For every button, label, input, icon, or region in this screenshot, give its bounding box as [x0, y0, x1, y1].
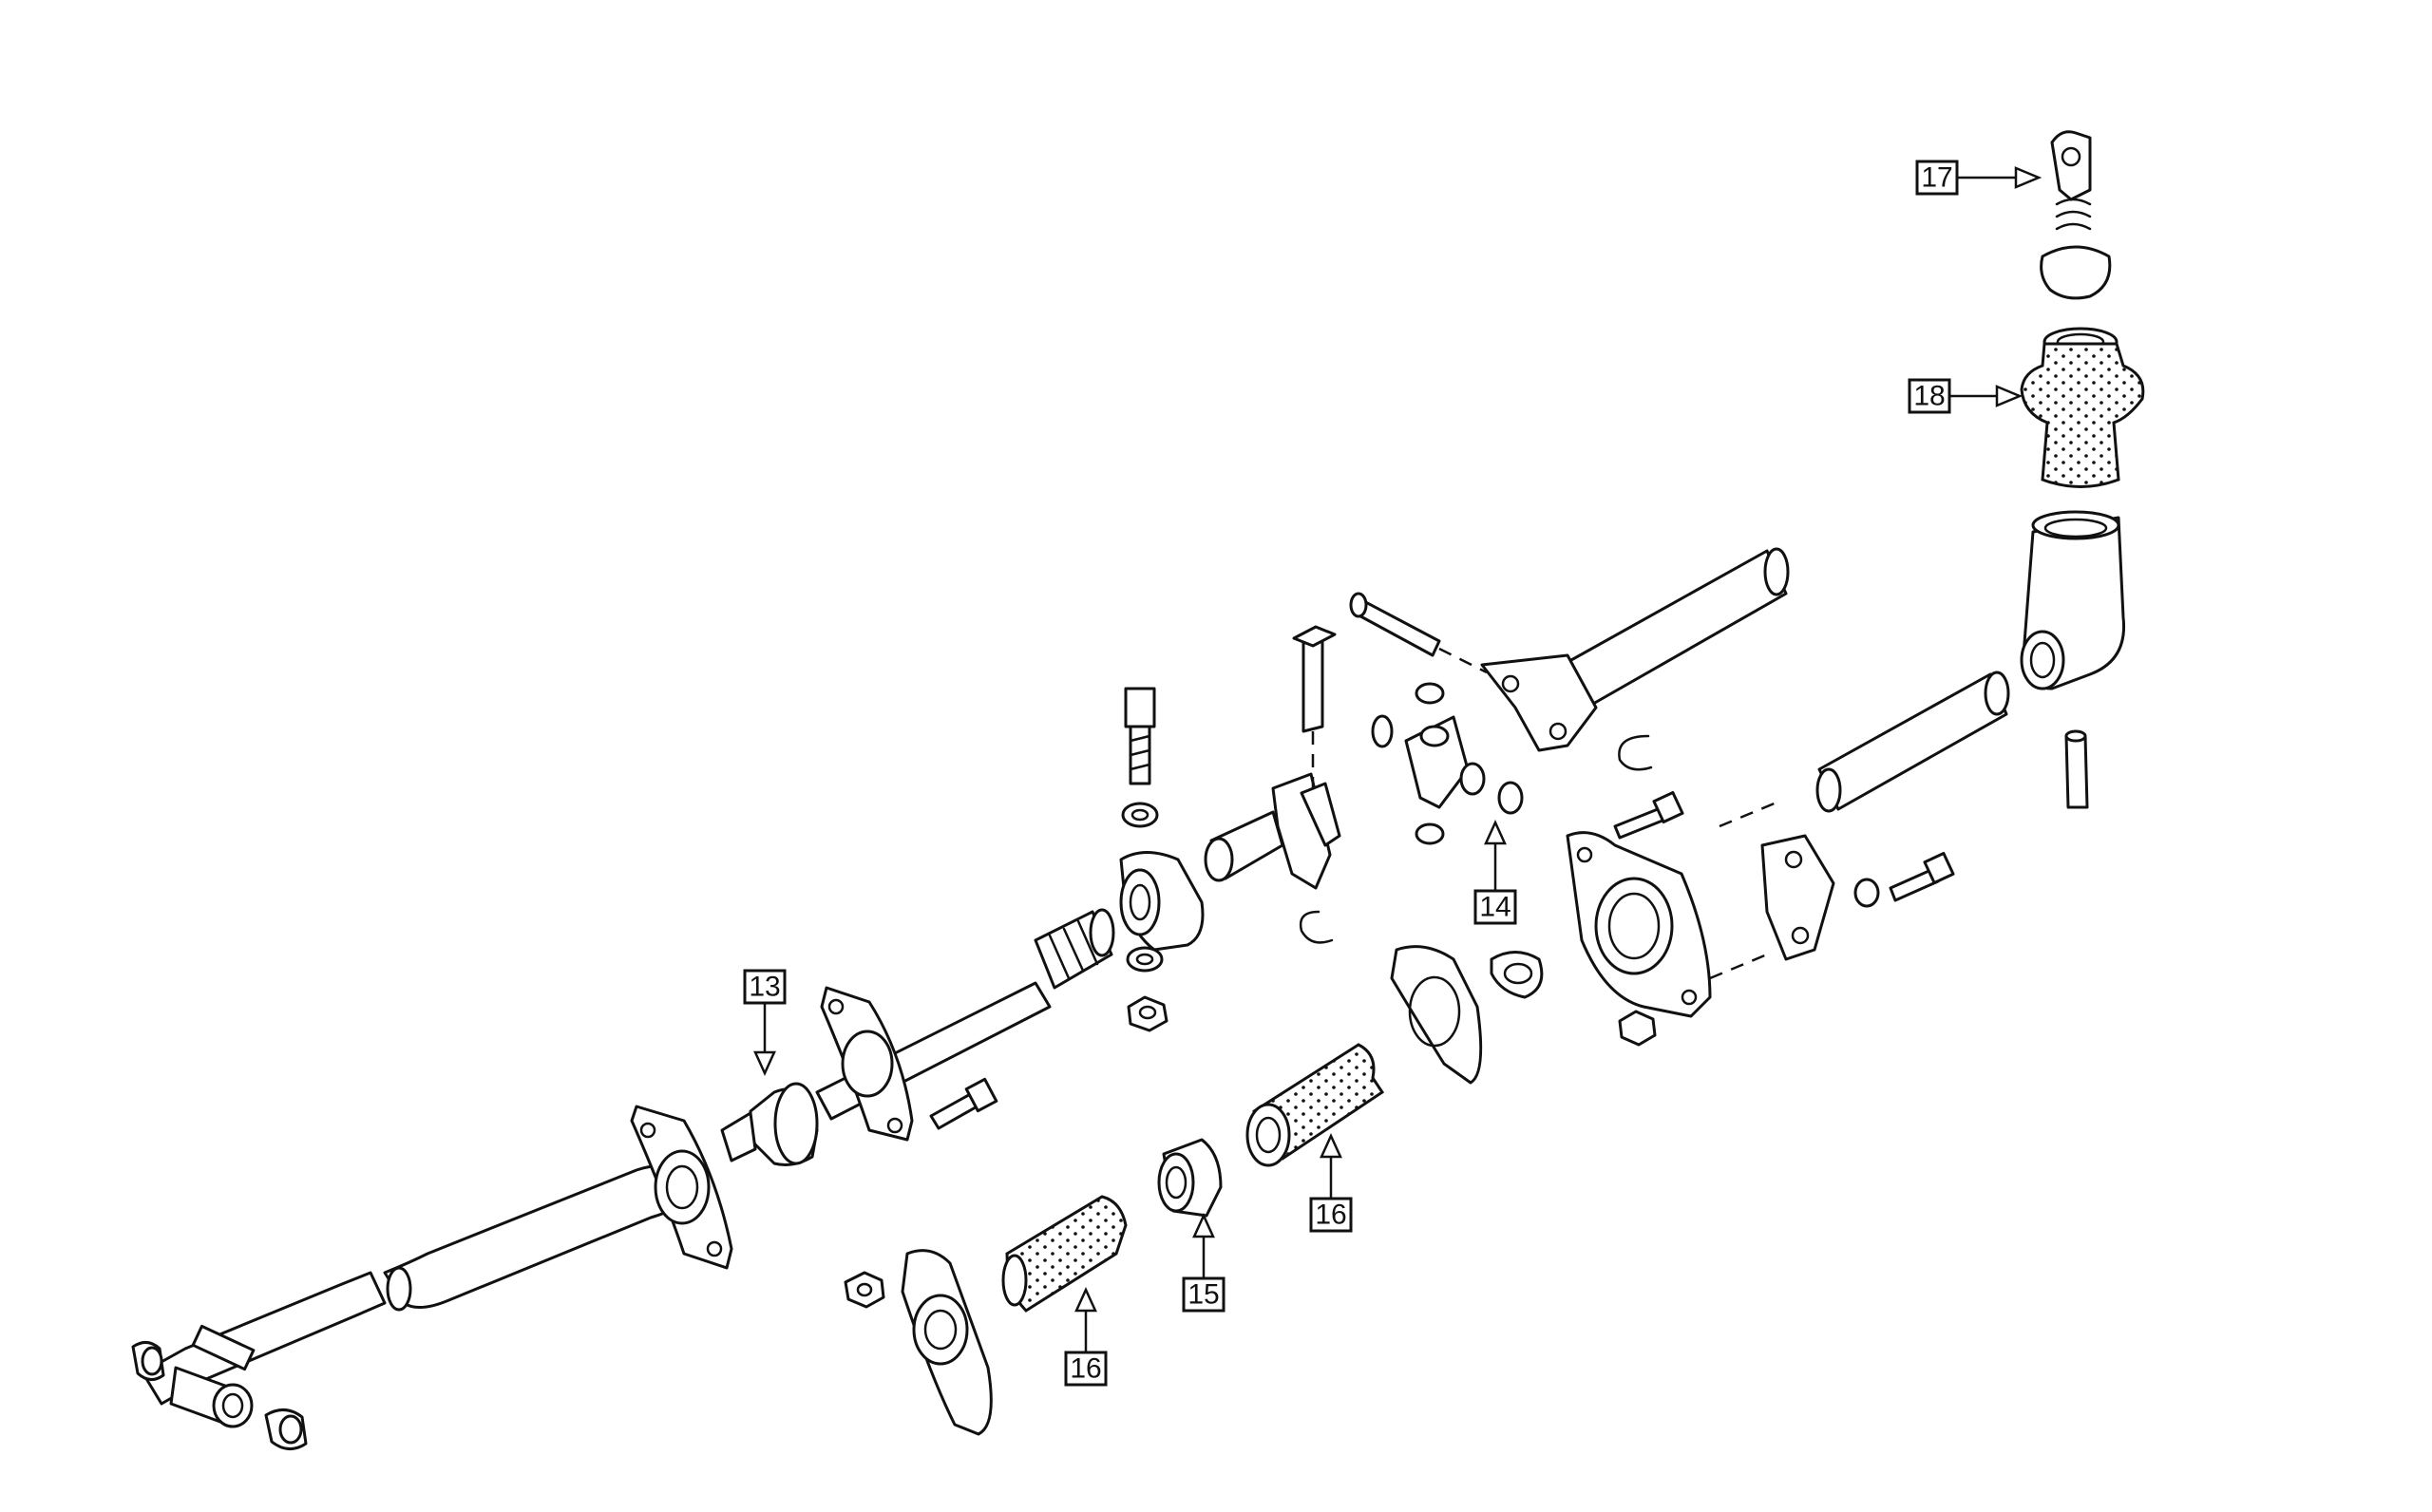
- callout-14-label: 14: [1479, 892, 1510, 923]
- callout-16-upper: 16: [1309, 1132, 1353, 1233]
- support-bracket: [1760, 834, 1835, 961]
- guide-sleeve: [1404, 715, 1486, 809]
- hex-nut: [1127, 995, 1168, 1032]
- bracket-bolt: [1889, 851, 1955, 902]
- o-ring-14: [1497, 781, 1524, 815]
- circlip-lower: [1299, 910, 1334, 944]
- shift-yoke: [1204, 772, 1341, 890]
- lower-nut: [844, 1271, 885, 1309]
- shift-finger-pin: [1349, 592, 1441, 657]
- middle-flange: [820, 986, 914, 1142]
- callout-17-label: 17: [1921, 162, 1952, 194]
- rod-end-rivet-left: [131, 1341, 165, 1381]
- bracket-washer: [1853, 878, 1880, 908]
- axis-mounting: [1719, 801, 1777, 828]
- clamp-bolt: [1124, 687, 1156, 785]
- axis-lower: [1709, 953, 1768, 980]
- rod-end-pin: [191, 1324, 256, 1371]
- callout-15: 15: [1182, 1212, 1226, 1313]
- flange-bolt: [929, 1077, 998, 1130]
- boot-16-upper: [1245, 1043, 1385, 1167]
- callout-16-lower: 16: [1064, 1286, 1108, 1387]
- rear-flange: [630, 1105, 733, 1270]
- o-ring-3: [1415, 822, 1445, 845]
- elbow-housing: [2020, 510, 2126, 690]
- upper-shift-rod: [1480, 547, 1790, 752]
- plate-nut: [1618, 1010, 1657, 1047]
- o-ring-1: [1415, 682, 1445, 705]
- callout-17: 17: [1915, 160, 2042, 196]
- rod-end-rivet-right: [264, 1408, 308, 1450]
- boot-16-lower: [1001, 1195, 1128, 1313]
- callout-18: 18: [1908, 378, 2024, 414]
- bushing-15: [1157, 1138, 1223, 1218]
- pin-axis-upper: [1438, 647, 1488, 674]
- mounting-plate: [1566, 831, 1712, 1018]
- circlip-upper: [1618, 734, 1653, 771]
- washer-bottom: [1126, 946, 1164, 973]
- rod-end-bushing: [169, 1366, 254, 1428]
- callout-15-label: 15: [1188, 1279, 1219, 1311]
- rubber-boot-13: [720, 1082, 819, 1166]
- plate-bolt: [1613, 790, 1684, 840]
- callout-18-label: 18: [1913, 381, 1945, 412]
- callout-16-lower-label: 16: [1070, 1353, 1101, 1385]
- dowel-pin: [2064, 729, 2089, 809]
- o-ring-2: [1371, 714, 1394, 748]
- shift-rod-rear: [141, 1164, 691, 1406]
- shift-rod-front: [1815, 671, 2010, 813]
- washer-top: [1121, 802, 1159, 828]
- yoke-pin: [1292, 625, 1337, 733]
- gear-lever-17: [2040, 130, 2112, 300]
- cover-gasket: [1390, 945, 1483, 1085]
- shift-boot-18: [2020, 327, 2145, 488]
- hose-clamp: [1490, 951, 1544, 999]
- callout-13: 13: [743, 969, 787, 1077]
- callout-16-upper-label: 16: [1315, 1200, 1346, 1231]
- shift-clamp: [1119, 851, 1205, 952]
- lower-flange: [901, 1249, 993, 1436]
- callout-13-label: 13: [749, 972, 780, 1003]
- callout-14: 14: [1473, 819, 1517, 925]
